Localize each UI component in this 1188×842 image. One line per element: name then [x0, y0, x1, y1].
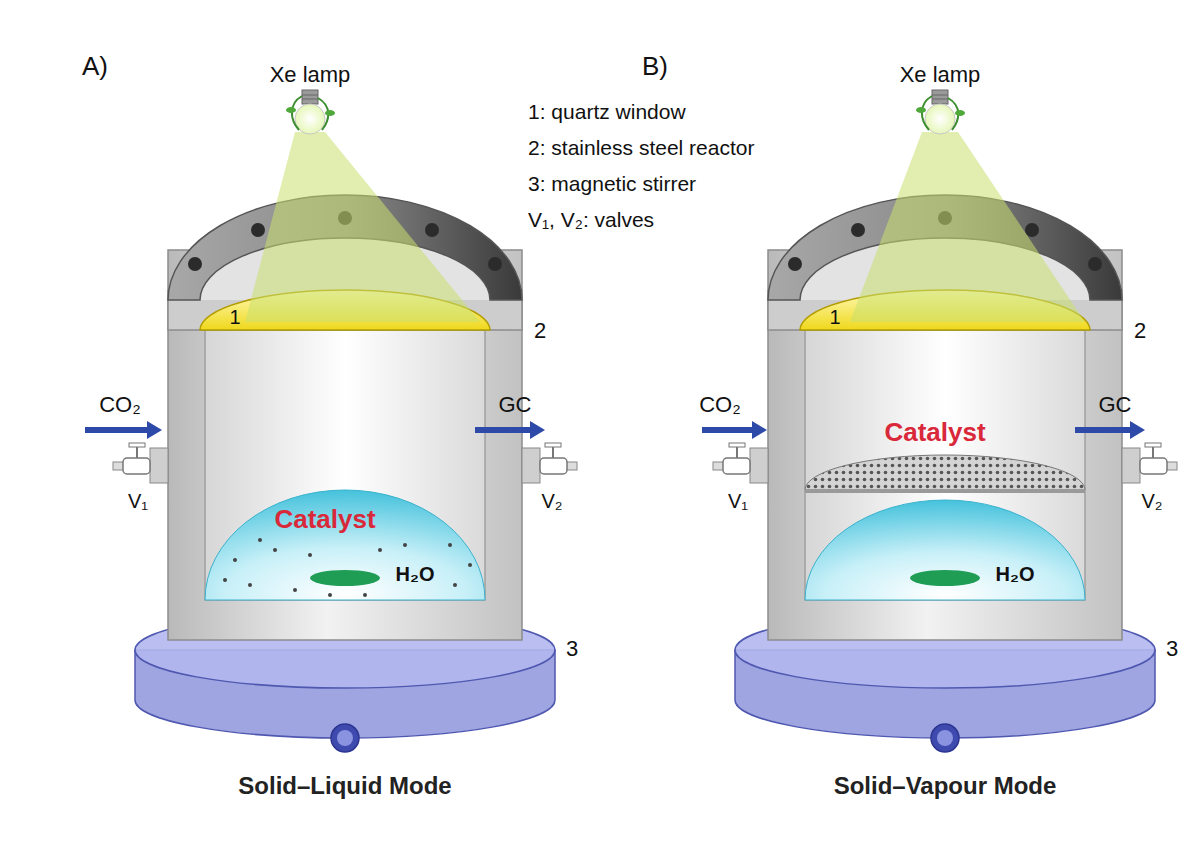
xe-lamp: [286, 90, 335, 134]
callout-number: 2: [1134, 318, 1146, 343]
valve-label: V₂: [1141, 490, 1162, 513]
water-slurry: [205, 490, 485, 600]
valve-label: V₂: [541, 490, 562, 513]
lamp-label: Xe lamp: [270, 62, 351, 87]
callout-number: 2: [534, 318, 546, 343]
light-cone: [245, 132, 480, 322]
callout-number: 3: [566, 636, 578, 661]
callout-number: 1: [229, 306, 240, 329]
catalyst-particles: [223, 538, 472, 597]
gas-label: CO₂: [99, 392, 141, 417]
gas-label: GC: [499, 392, 532, 417]
lamp-label: Xe lamp: [900, 62, 981, 87]
valve-label: V₁: [128, 490, 148, 513]
gas-arrows: [85, 421, 1145, 439]
stir-bar: [310, 570, 380, 586]
panel-letter: B): [642, 52, 668, 82]
material-label: H₂O: [996, 563, 1035, 586]
xe-lamp: [916, 90, 965, 134]
mode-caption: Solid–Liquid Mode: [238, 772, 451, 800]
mode-caption: Solid–Vapour Mode: [834, 772, 1057, 800]
catalyst-shelf: [805, 489, 1085, 493]
key-entry: 1: quartz window: [528, 100, 686, 124]
material-label: H₂O: [396, 563, 435, 586]
callout-number: 3: [1166, 636, 1178, 661]
panel-letter: A): [82, 52, 108, 82]
material-label: Catalyst: [274, 505, 375, 535]
material-label: Catalyst: [884, 418, 985, 448]
key-entry: V₁, V₂: valves: [528, 208, 654, 232]
key-entry: 3: magnetic stirrer: [528, 172, 696, 196]
gas-label: GC: [1099, 392, 1132, 417]
water: [805, 500, 1085, 600]
stir-bar: [910, 570, 980, 586]
callout-number: 1: [829, 306, 840, 329]
gas-label: CO₂: [699, 392, 741, 417]
catalyst-mesh: [805, 455, 1085, 490]
light-cone: [850, 132, 1085, 322]
valve-label: V₁: [728, 490, 748, 513]
key-entry: 2: stainless steel reactor: [528, 136, 754, 160]
